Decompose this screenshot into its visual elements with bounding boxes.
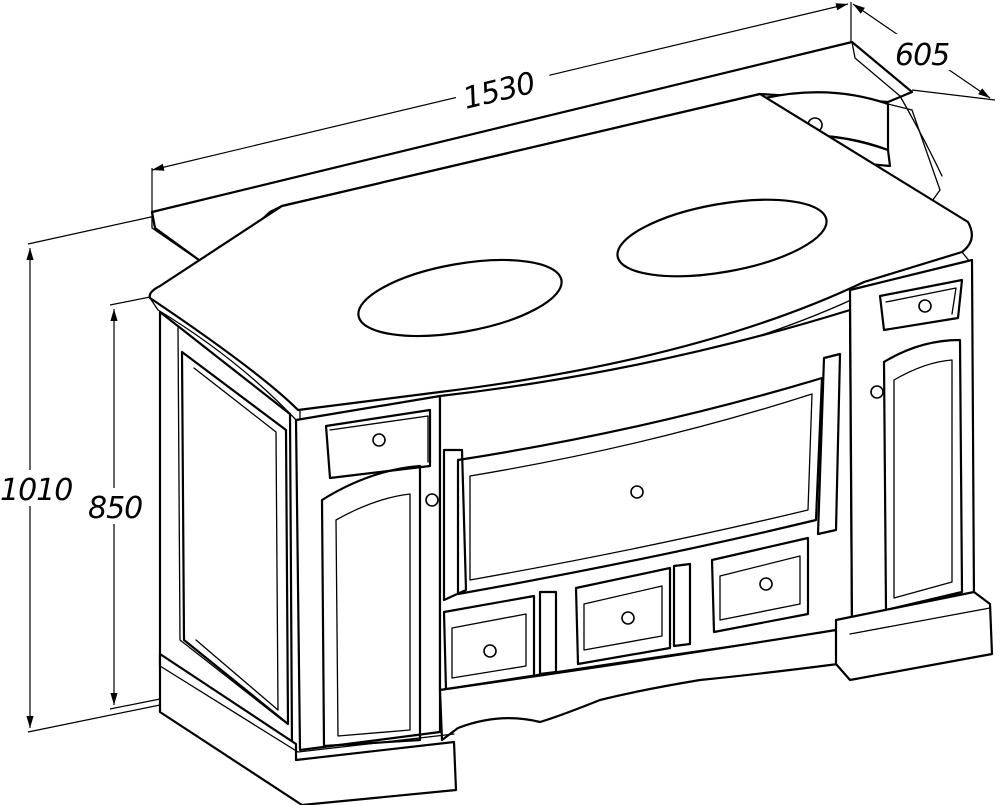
left-door-knob [425,493,439,507]
right-top-drawer-knob [918,299,932,313]
overall-height-label: 1010 [0,473,72,508]
bottom-drawer-3-knob [759,577,773,591]
depth-label: 605 [895,38,949,73]
depth-extension [911,89,996,101]
left-top-drawer-knob [372,433,386,447]
width-label: 1530 [460,66,539,117]
counter-height-label: 850 [88,491,142,526]
right-sink-basin [616,198,828,278]
center-panel-knob [630,485,644,499]
counter-height-extension-bottom [109,698,161,710]
counter-height-extension-top [109,295,156,306]
cabinet-body [158,258,994,805]
bottom-drawer-1-knob [483,644,497,658]
height-extension-top [27,214,161,245]
bottom-drawer-2-knob [621,611,635,625]
left-sink-basin [357,258,563,338]
height-extension-bottom [27,704,161,733]
right-door-knob [870,385,884,399]
